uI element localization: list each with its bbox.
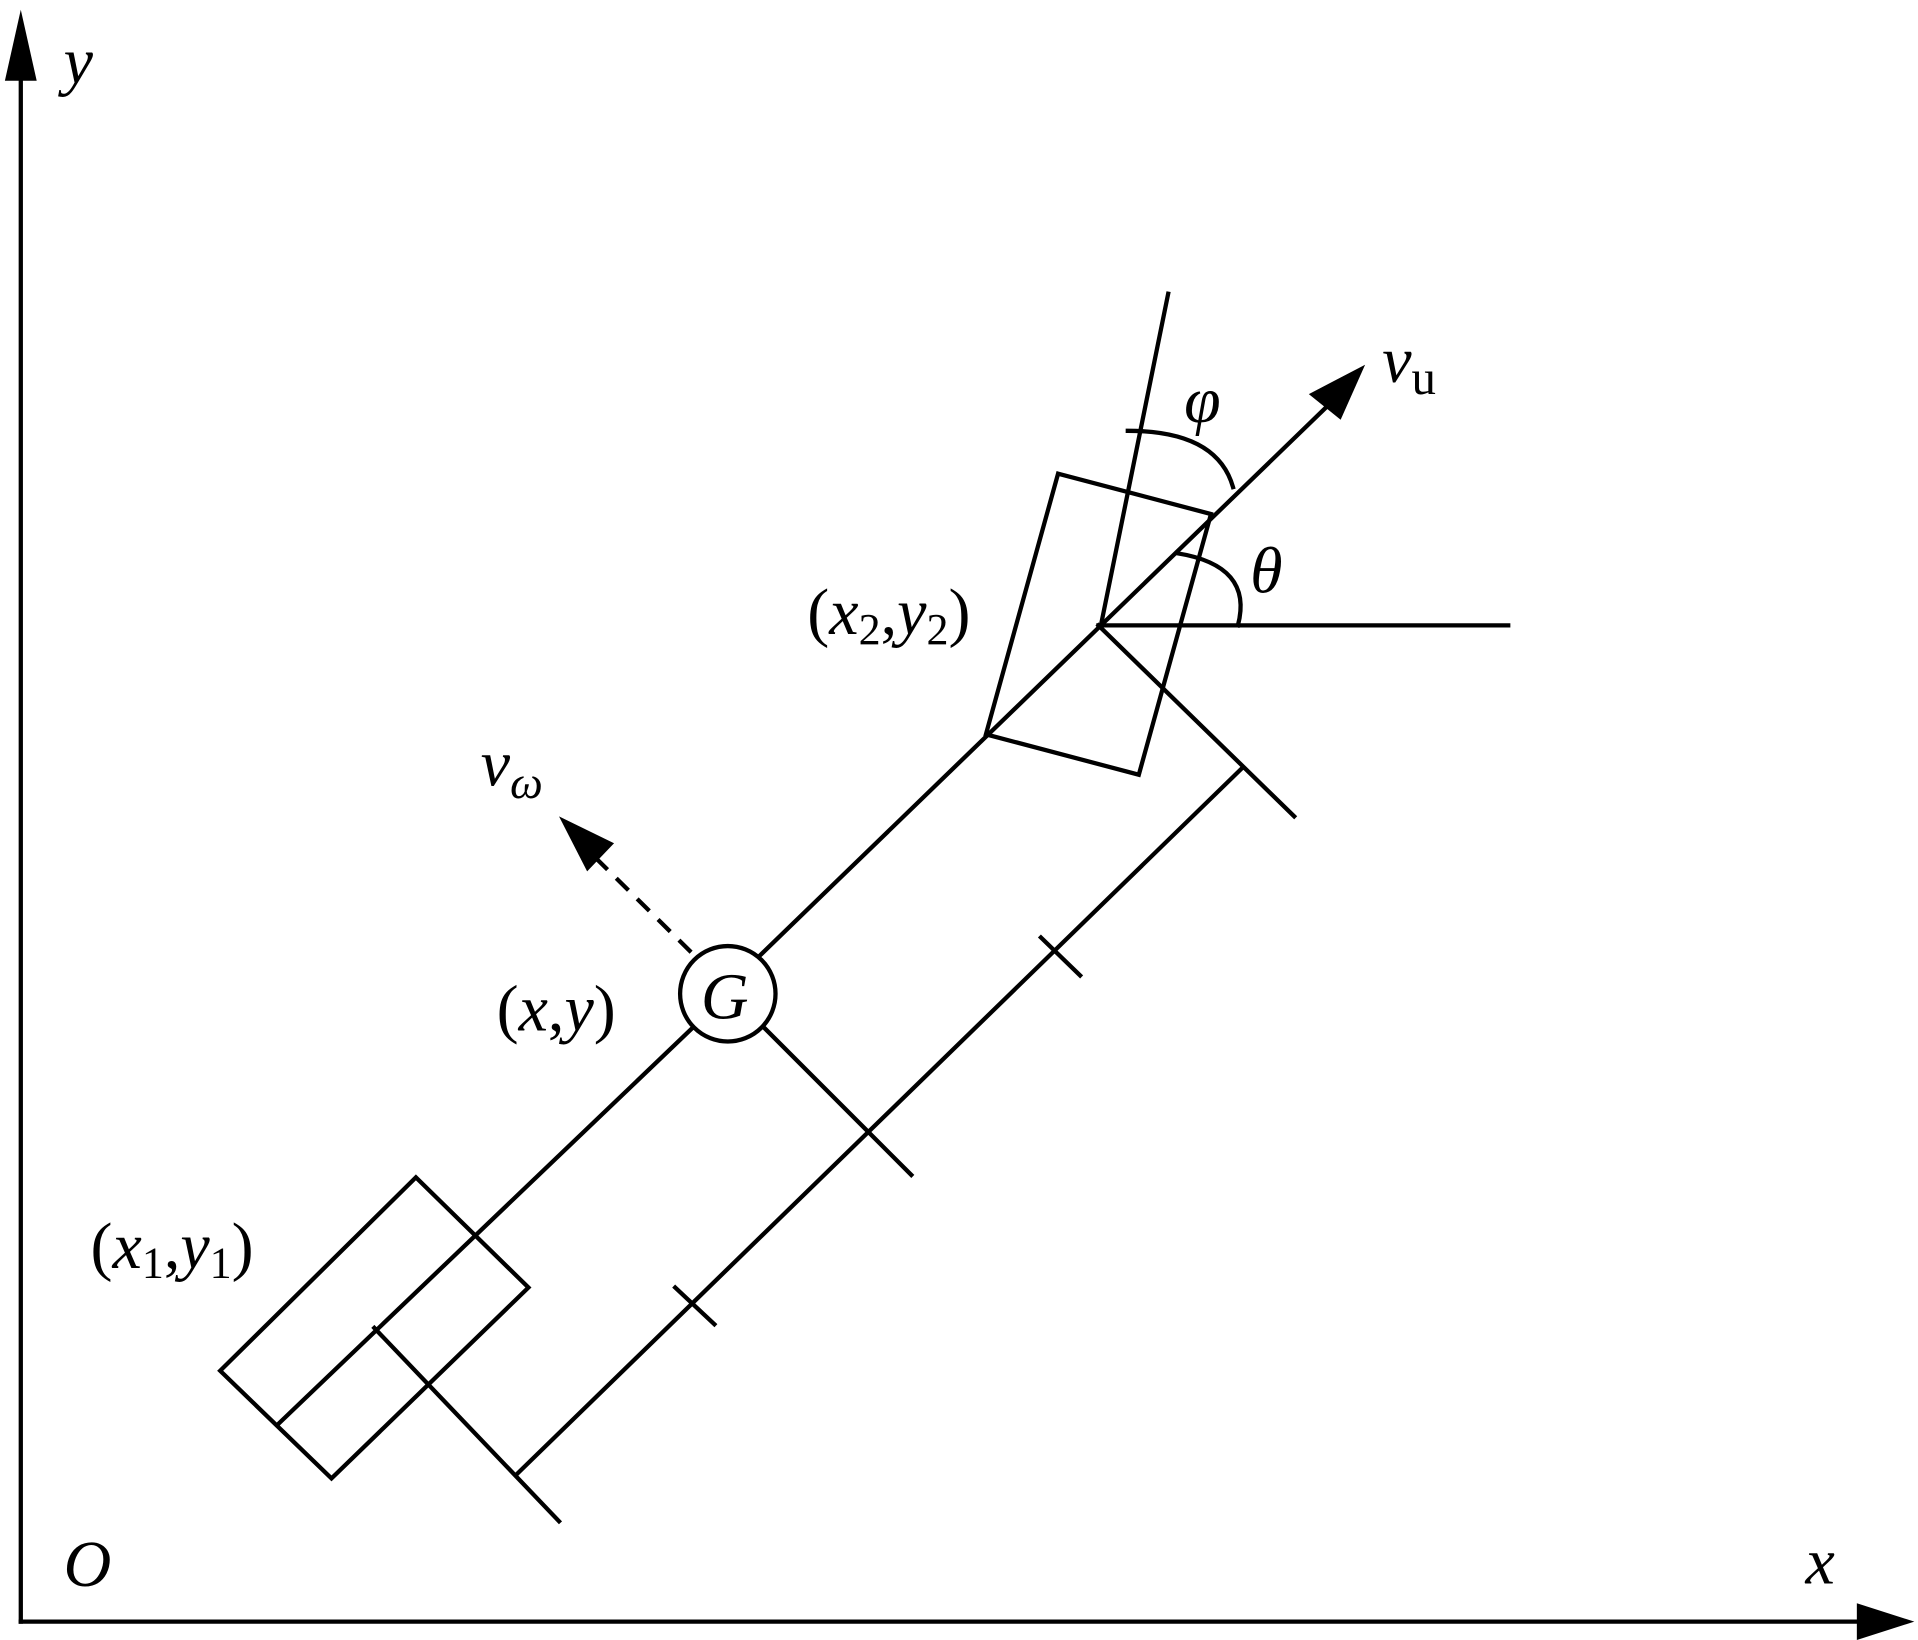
y-axis	[4, 9, 37, 1624]
body-axis-rear	[275, 1025, 696, 1427]
v-omega-label: vω	[481, 728, 543, 809]
dimension-tick-front	[1037, 934, 1084, 979]
body-axis-front	[757, 403, 1331, 958]
v-omega-arrowhead	[559, 816, 615, 872]
cg-perpendicular	[761, 1025, 915, 1178]
x-axis-arrowhead	[1856, 1603, 1915, 1640]
heading-angle-arc	[1174, 550, 1243, 629]
y-axis-label: y	[58, 25, 94, 98]
y-axis-arrowhead	[4, 9, 37, 81]
front-wheel	[983, 471, 1214, 778]
front-wheel-direction-line	[1098, 291, 1171, 628]
dimension-tick-rear	[672, 1284, 718, 1328]
origin-label: O	[64, 1528, 112, 1601]
steering-angle-arc	[1125, 428, 1236, 490]
rear-wheel	[217, 1174, 532, 1482]
wheelbase-dimension-line	[513, 765, 1245, 1478]
vu-label: vu	[1382, 324, 1436, 405]
vu-arrowhead	[1308, 364, 1366, 420]
rear-axle-point-label: (x1,y1)	[91, 1210, 254, 1288]
x-axis	[18, 1603, 1915, 1640]
front-axle-point-label: (x2,y2)	[807, 576, 970, 654]
heading-angle-label: θ	[1250, 534, 1282, 607]
rear-axle	[371, 1324, 563, 1525]
front-axle	[1095, 622, 1298, 820]
v-omega-dashed-line	[592, 855, 693, 954]
center-point-label: (x,y)	[497, 972, 616, 1045]
steering-angle-label: φ	[1184, 364, 1221, 437]
x-axis-label: x	[1804, 1526, 1834, 1599]
center-of-gravity-label: G	[701, 960, 749, 1033]
center-of-gravity-circle	[677, 943, 778, 1044]
